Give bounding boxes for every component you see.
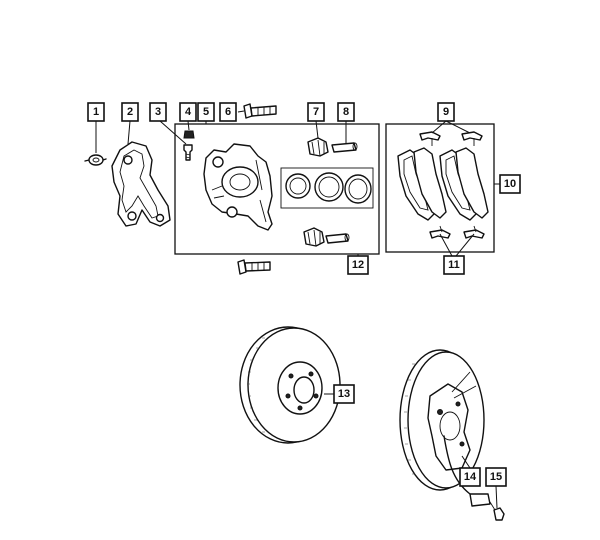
callout-2-label: 2: [127, 106, 133, 118]
callout-2: 2: [121, 102, 139, 122]
callout-14-label: 14: [464, 471, 477, 483]
callout-8-label: 8: [343, 106, 349, 118]
part-8-guide-pin-lower: [325, 233, 350, 244]
part-6-bolt: [243, 103, 277, 119]
callout-4: 4: [179, 102, 197, 122]
part-3-bleeder-screw: [183, 144, 193, 161]
callout-3: 3: [149, 102, 167, 122]
part-7-guide-pin-boot-upper: [307, 137, 329, 157]
callout-13: 13: [333, 384, 355, 404]
callout-4-label: 4: [185, 106, 192, 118]
brake-pad-right-inner: [455, 147, 489, 219]
callout-13-label: 13: [338, 388, 350, 400]
part-8-guide-pin-upper: [331, 142, 358, 153]
part-9-clip-left: [419, 131, 441, 146]
callout-3-label: 3: [155, 106, 161, 118]
callout-14: 14: [459, 467, 481, 487]
callout-9-label: 9: [443, 106, 449, 118]
callout-10-label: 10: [504, 178, 516, 190]
callout-1-label: 1: [93, 106, 99, 118]
callout-11: 11: [443, 255, 465, 275]
caliper-bolt-lower: [237, 259, 271, 275]
part-1-bolt: [84, 154, 107, 166]
part-15-bolt: [489, 501, 505, 521]
part-14-sensor-wire: [443, 435, 491, 507]
caliper-group-box: [174, 123, 380, 255]
callout-10: 10: [499, 174, 521, 194]
part-2-caliper-bracket: [111, 141, 171, 227]
rotor-with-knuckle: [399, 349, 485, 491]
callout-1: 1: [87, 102, 105, 122]
callout-6-label: 6: [225, 106, 231, 118]
part-9-clip-right: [461, 131, 483, 146]
callout-12-label: 12: [352, 259, 364, 271]
piston-seal-kit: [280, 167, 374, 209]
part-11-clip-left: [429, 225, 451, 239]
callout-7-label: 7: [313, 106, 319, 118]
caliper-housing: [203, 143, 273, 231]
brake-pad-left-inner: [413, 147, 447, 219]
callout-5-label: 5: [203, 106, 209, 118]
callout-9: 9: [437, 102, 455, 122]
part-11-clip-right: [463, 225, 485, 239]
leader-lines: [95, 110, 500, 509]
callout-8: 8: [337, 102, 355, 122]
callout-15: 15: [485, 467, 507, 487]
part-7-guide-pin-boot-lower: [303, 227, 325, 247]
pad-group-box: [385, 123, 495, 253]
callout-5: 5: [197, 102, 215, 122]
part-13-brake-rotor: [239, 326, 341, 444]
part-4-bleeder-cap: [183, 130, 195, 139]
callout-15-label: 15: [490, 471, 502, 483]
callout-6: 6: [219, 102, 237, 122]
callout-11-label: 11: [448, 259, 460, 271]
callout-12: 12: [347, 255, 369, 275]
callout-7: 7: [307, 102, 325, 122]
